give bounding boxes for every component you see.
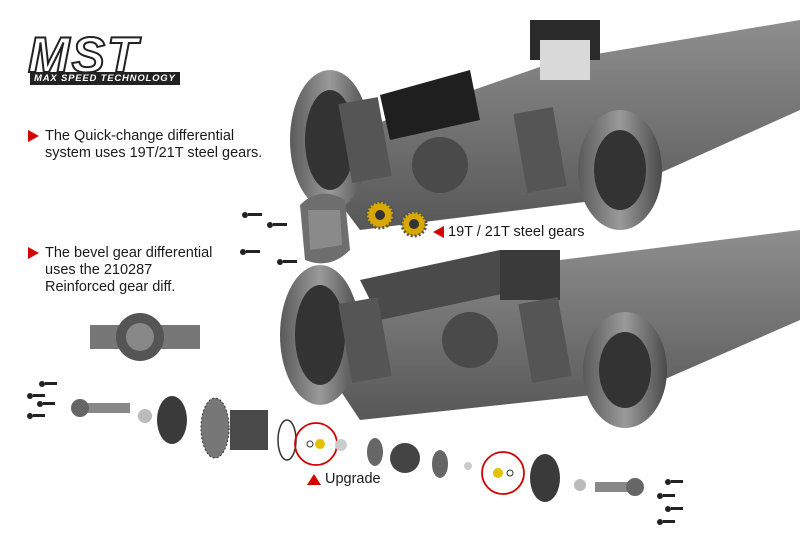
red-triangle-up-icon bbox=[307, 473, 321, 485]
callout-line: uses the 210287 bbox=[45, 262, 153, 278]
red-triangle-icon bbox=[28, 247, 39, 259]
steel-gears-label: 19T / 21T steel gears bbox=[433, 224, 585, 240]
callout-line: The bevel gear differential bbox=[45, 245, 213, 261]
mst-logo: MST MAX SPEED TECHNOLOGY bbox=[27, 29, 188, 90]
diff-cover bbox=[300, 193, 350, 264]
upgrade-label: Upgrade bbox=[307, 471, 381, 487]
exploded-diff-parts bbox=[71, 396, 644, 502]
steel-gears bbox=[365, 200, 428, 238]
screws-upper bbox=[240, 212, 297, 265]
red-triangle-icon bbox=[28, 130, 39, 142]
steel-gears-text: 19T / 21T steel gears bbox=[448, 224, 585, 240]
callout-line: system uses 19T/21T steel gears. bbox=[45, 145, 263, 161]
callout-line: Reinforced gear diff. bbox=[45, 279, 176, 295]
lower-chassis bbox=[280, 230, 800, 428]
red-triangle-left-icon bbox=[433, 226, 444, 239]
screws-lower bbox=[27, 381, 683, 525]
upgrade-text: Upgrade bbox=[325, 471, 381, 487]
callout-line: The Quick-change differential bbox=[45, 128, 235, 144]
upper-chassis bbox=[290, 20, 800, 230]
logo-tagline: MAX SPEED TECHNOLOGY bbox=[30, 72, 180, 85]
callout-bevel-gear: The bevel gear differential uses the 210… bbox=[28, 245, 213, 296]
callout-quick-change: The Quick-change differential system use… bbox=[28, 128, 263, 162]
bevel-diff-assembled bbox=[90, 313, 200, 361]
